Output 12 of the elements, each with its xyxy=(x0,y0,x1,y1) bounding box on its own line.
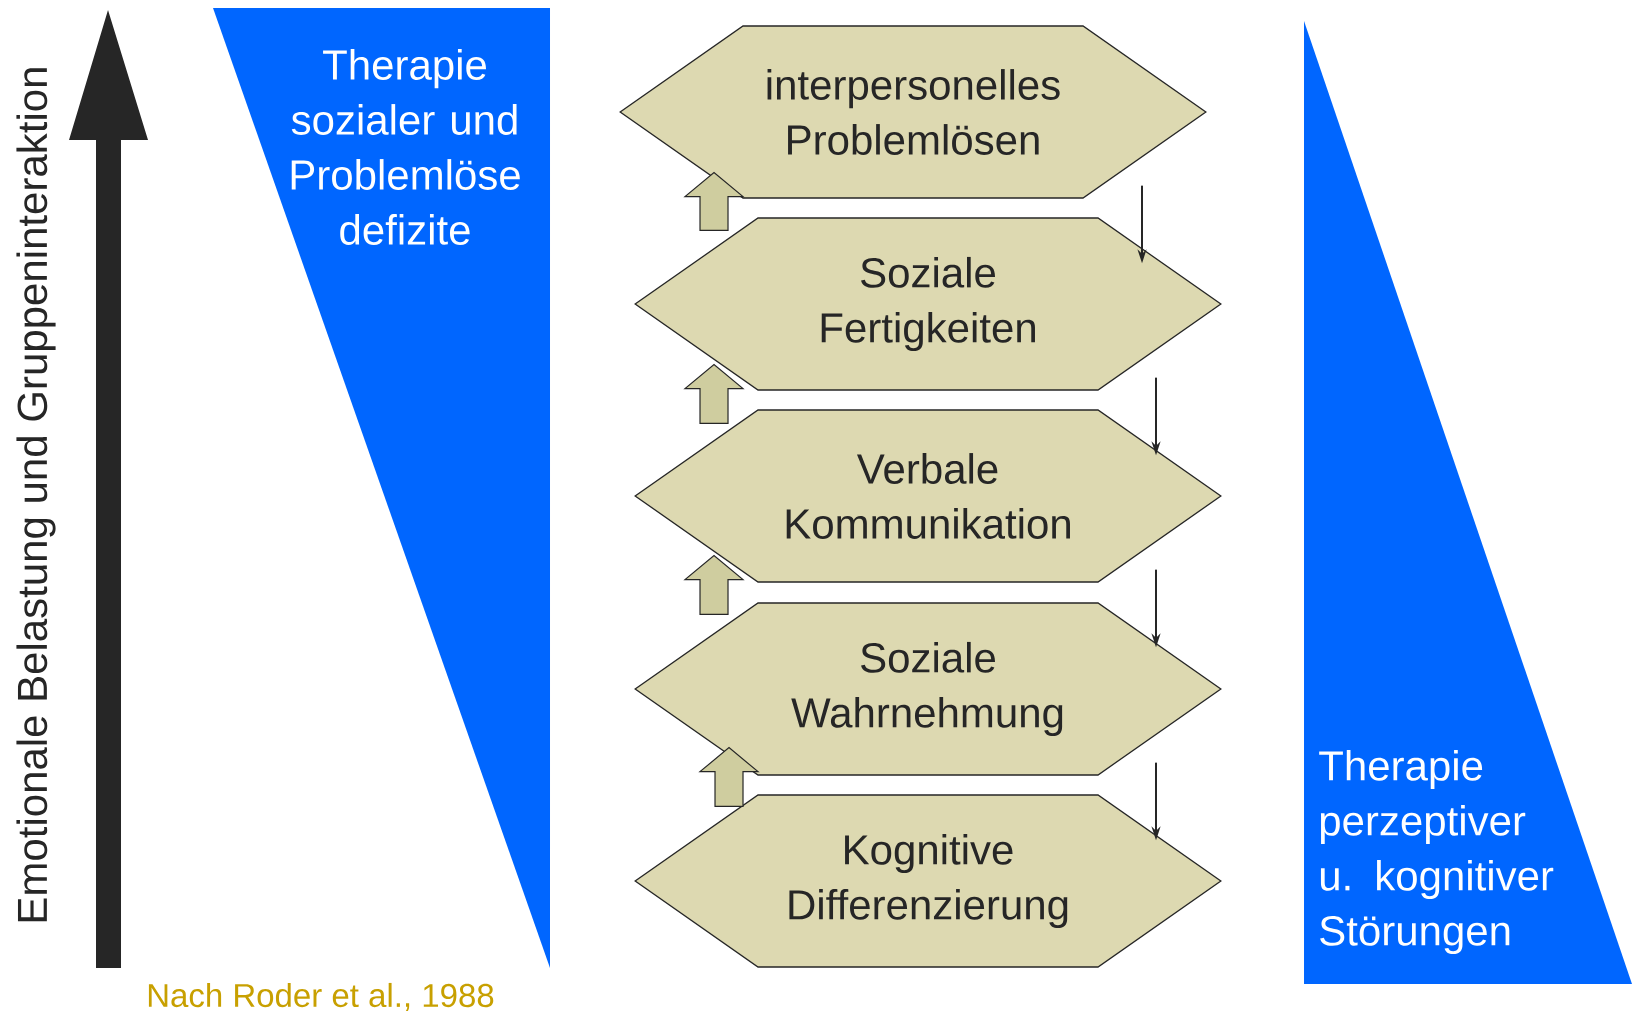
vertical-label: Emotionale Belastung und Gruppeninteraktion xyxy=(16,68,56,922)
block-arrow xyxy=(683,363,745,424)
hexagon-box: interpersonelles Problemlösen xyxy=(619,25,1207,199)
hexagon-box: Soziale Fertigkeiten xyxy=(634,217,1222,391)
hexagon-box: Soziale Wahrnehmung xyxy=(634,602,1222,776)
wedge-panel: Therapie perzeptiver u. kognitiver Störungen xyxy=(1304,21,1632,984)
hexagon-box: Verbale Kommunikation xyxy=(634,409,1222,583)
wedge-panel: Therapie sozialer und Problemlöse defizite xyxy=(213,8,550,968)
block-arrow xyxy=(698,746,760,807)
block-arrow xyxy=(683,171,745,231)
block-arrow xyxy=(683,554,745,615)
hexagon-box: Kognitive Differenzierung xyxy=(634,794,1222,968)
